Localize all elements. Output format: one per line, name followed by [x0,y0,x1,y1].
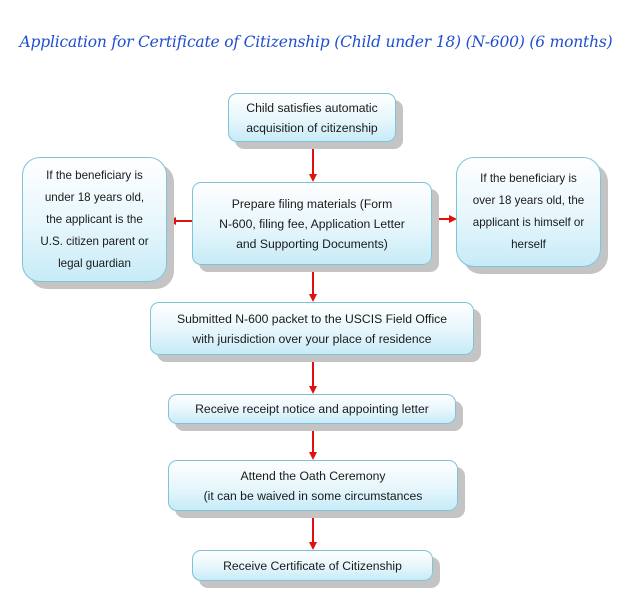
note-under-18-line: If the beneficiary is [46,168,143,182]
step-start-line: Child satisfies automatic [246,100,378,115]
step-certificate-line: Receive Certificate of Citizenship [223,558,402,573]
step-submit: Submitted N-600 packet to the USCIS Fiel… [150,302,474,355]
step-start: Child satisfies automatic acquisition of… [228,93,396,142]
note-over-18: If the beneficiary is over 18 years old,… [456,157,601,267]
note-under-18-line: under 18 years old, [44,190,145,204]
step-prepare: Prepare filing materials (Form N-600, fi… [192,182,432,265]
step-oath: Attend the Oath Ceremony (it can be waiv… [168,460,458,511]
note-over-18-line: applicant is himself or [472,216,585,229]
diagram-title: Application for Certificate of Citizensh… [19,33,613,51]
note-over-18-line: herself [511,238,546,251]
step-oath-line: Attend the Oath Ceremony [240,468,386,483]
note-over-18-line: over 18 years old, the [472,194,585,207]
step-start-line: acquisition of citizenship [246,120,378,135]
step-prepare-line: and Supporting Documents) [236,236,388,251]
step-prepare-line: N-600, filing fee, Application Letter [219,216,405,231]
step-certificate: Receive Certificate of Citizenship [192,550,433,581]
step-submit-line: with jurisdiction over your place of res… [192,331,432,346]
note-under-18-line: the applicant is the [46,212,143,226]
note-over-18-line: If the beneficiary is [480,172,577,185]
step-oath-line: (it can be waived in some circumstances [203,488,423,503]
step-prepare-line: Prepare filing materials (Form [231,196,393,211]
step-receipt-line: Receive receipt notice and appointing le… [195,402,429,416]
note-under-18: If the beneficiary is under 18 years old… [22,157,167,282]
step-receipt: Receive receipt notice and appointing le… [168,394,456,424]
step-submit-line: Submitted N-600 packet to the USCIS Fiel… [176,311,448,326]
note-under-18-line: U.S. citizen parent or [40,234,149,248]
note-under-18-line: legal guardian [58,256,131,270]
